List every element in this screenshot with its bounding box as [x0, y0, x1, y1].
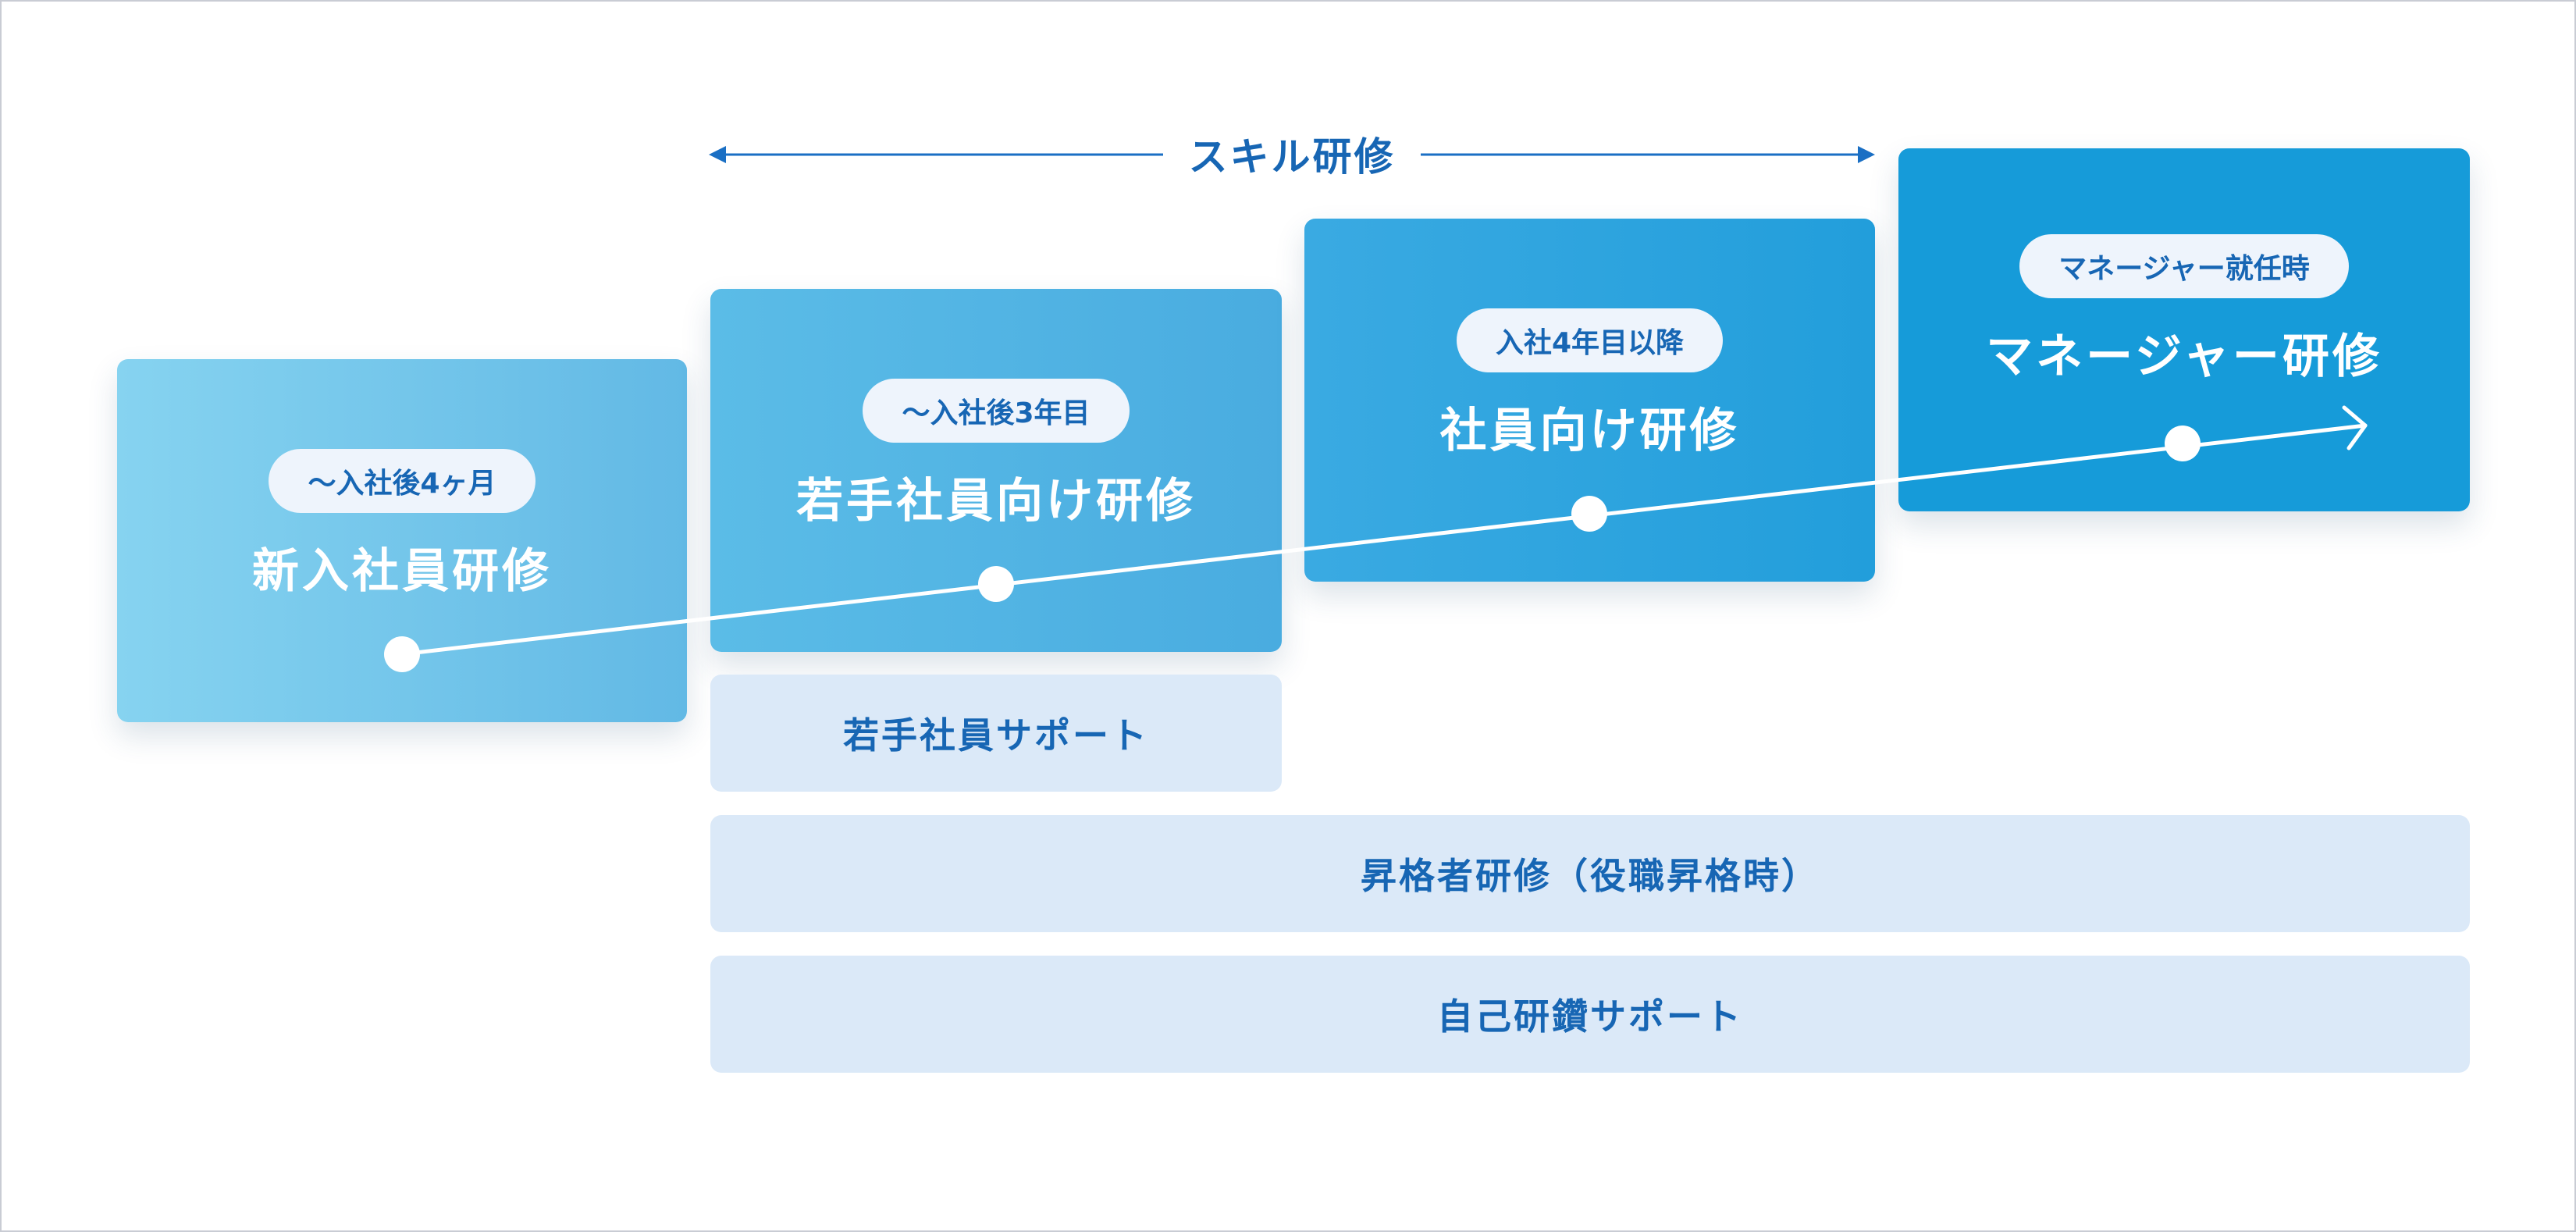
growth-line — [384, 405, 2368, 672]
skill-training-label: スキル研修 — [1163, 125, 1421, 183]
period-pill: マネージャー就任時 — [2019, 234, 2349, 298]
period-pill: 〜入社後3年目 — [863, 379, 1130, 443]
card-title: マネージャー研修 — [1986, 329, 2382, 384]
card-title: 社員向け研修 — [1439, 404, 1740, 458]
bar-young-employee-support: 若手社員サポート — [710, 675, 1282, 792]
arrow-right-head — [1858, 146, 1875, 163]
bar-self-development-support: 自己研鑽サポート — [710, 956, 2470, 1073]
period-pill: 入社4年目以降 — [1456, 308, 1724, 372]
card-title: 若手社員向け研修 — [796, 474, 1196, 529]
growth-arrow-head — [2342, 405, 2368, 450]
milestone-dot — [2165, 426, 2201, 461]
arrow-left-head — [709, 146, 726, 163]
bar-promotion-training: 昇格者研修（役職昇格時） — [710, 815, 2470, 932]
milestone-dot — [978, 566, 1014, 602]
period-pill: 〜入社後4ヶ月 — [269, 449, 535, 513]
milestone-dot — [384, 636, 420, 672]
card-title: 新入社員研修 — [252, 544, 552, 599]
milestone-dot — [1571, 496, 1607, 532]
